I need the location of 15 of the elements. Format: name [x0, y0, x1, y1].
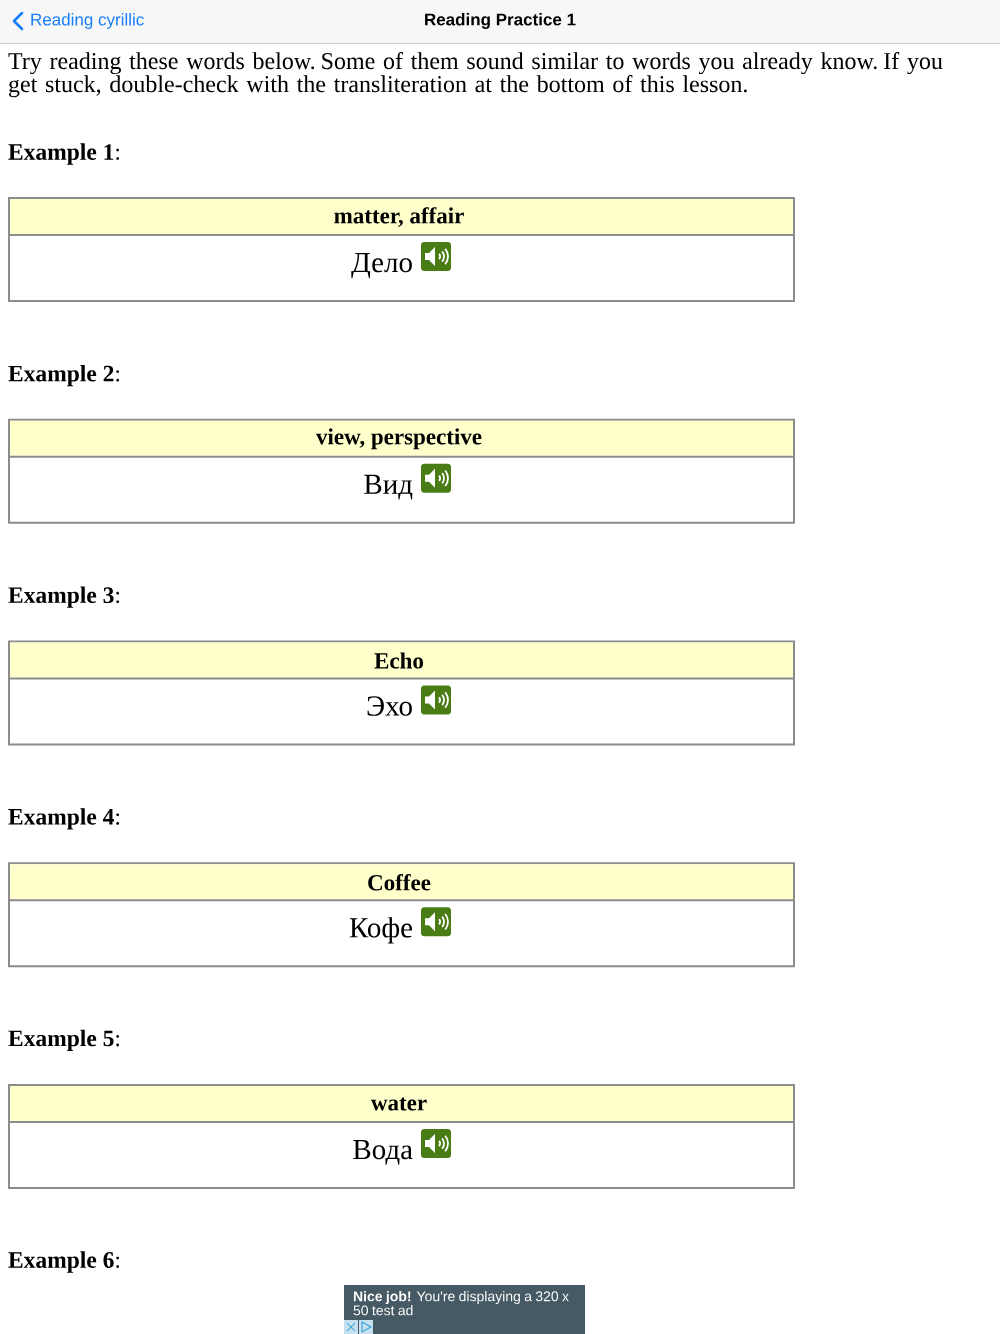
example-heading: Example 5:	[8, 1029, 120, 1052]
example-heading: Example 6:	[8, 1251, 120, 1273]
word-table: water Вода	[8, 1084, 795, 1189]
word-table: Coffee Кофе	[8, 862, 795, 968]
page-title: Reading Practice 1	[425, 13, 576, 29]
example-heading: Example 4:	[8, 808, 120, 830]
intro-paragraph: Try reading these words below. Some of them sound similar to words you already know. If you get stuck, double-check with the transliteration at the bottom of this lesson.	[8, 52, 943, 98]
word-table: view, perspective Вид	[8, 418, 795, 524]
example-heading: Example 3:	[8, 586, 120, 608]
example-heading: Example 2:	[8, 364, 120, 387]
back-link: Reading cyrillic	[12, 11, 144, 31]
word-table: matter, affair Дело	[8, 197, 795, 302]
word-table: Echo Эхо	[8, 640, 795, 746]
ad-banner: Nice job! You're displaying a 320 x 50 test ad	[344, 1285, 585, 1334]
example-heading: Example 1:	[8, 143, 120, 165]
